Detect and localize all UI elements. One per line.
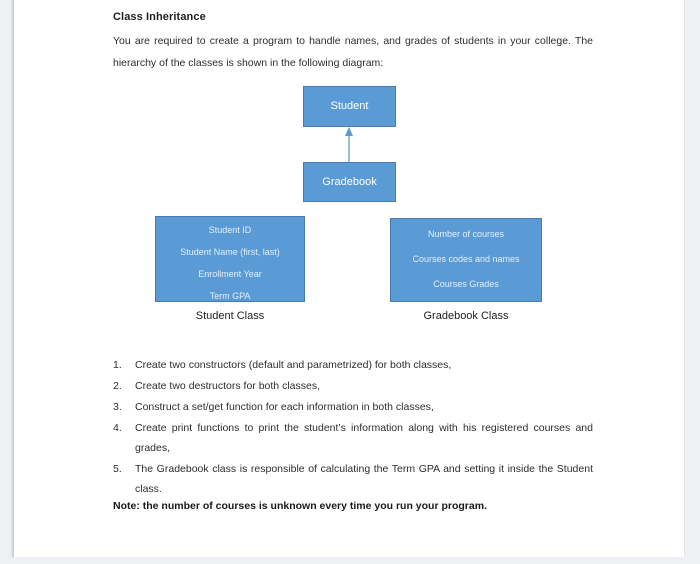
page-left-edge bbox=[11, 0, 14, 557]
item-text: Create two constructors (default and par… bbox=[135, 359, 452, 371]
list-item: 2. Create two destructors for both class… bbox=[113, 376, 593, 396]
requirements-list: 1. Create two constructors (default and … bbox=[113, 355, 593, 500]
item-text: Create print functions to print the stud… bbox=[135, 422, 593, 454]
page-title: Class Inheritance bbox=[113, 11, 206, 23]
attribute-item: Student Name (first, last) bbox=[180, 247, 280, 257]
gradebook-class-box: Gradebook bbox=[303, 162, 396, 202]
list-item: 4. Create print functions to print the s… bbox=[113, 418, 593, 458]
item-number: 5. bbox=[113, 463, 122, 475]
gradebook-class-caption: Gradebook Class bbox=[423, 310, 509, 322]
attribute-item: Student ID bbox=[208, 225, 252, 235]
item-number: 4. bbox=[113, 422, 122, 434]
student-class-box: Student bbox=[303, 86, 396, 127]
item-text: Create two destructors for both classes, bbox=[135, 380, 320, 392]
attribute-item: Enrollment Year bbox=[198, 269, 262, 279]
intro-paragraph: You are required to create a program to … bbox=[113, 35, 593, 69]
attribute-item: Number of courses bbox=[427, 229, 505, 239]
attribute-item: Term GPA bbox=[209, 291, 251, 301]
item-text: The Gradebook class is responsible of ca… bbox=[135, 463, 593, 495]
item-number: 3. bbox=[113, 401, 122, 413]
item-number: 1. bbox=[113, 359, 122, 371]
list-item: 3. Construct a set/get function for each… bbox=[113, 397, 593, 417]
gradebook-attributes-box: Number of courses Courses codes and name… bbox=[390, 218, 542, 302]
list-item: 1. Create two constructors (default and … bbox=[113, 355, 593, 375]
student-class-box-label: Student bbox=[330, 100, 369, 112]
student-class-caption: Student Class bbox=[195, 310, 265, 322]
inheritance-arrow-icon bbox=[345, 127, 353, 162]
list-item: 5. The Gradebook class is responsible of… bbox=[113, 459, 593, 499]
item-text: Construct a set/get function for each in… bbox=[135, 401, 434, 413]
student-attributes-box: Student ID Student Name (first, last) En… bbox=[155, 216, 305, 302]
item-number: 2. bbox=[113, 380, 122, 392]
attribute-item: Courses Grades bbox=[433, 279, 499, 289]
attribute-item: Courses codes and names bbox=[412, 254, 520, 264]
gradebook-class-box-label: Gradebook bbox=[322, 176, 377, 188]
note-text: Note: the number of courses is unknown e… bbox=[113, 500, 487, 512]
document-page: Class Inheritance You are required to cr… bbox=[14, 0, 685, 557]
